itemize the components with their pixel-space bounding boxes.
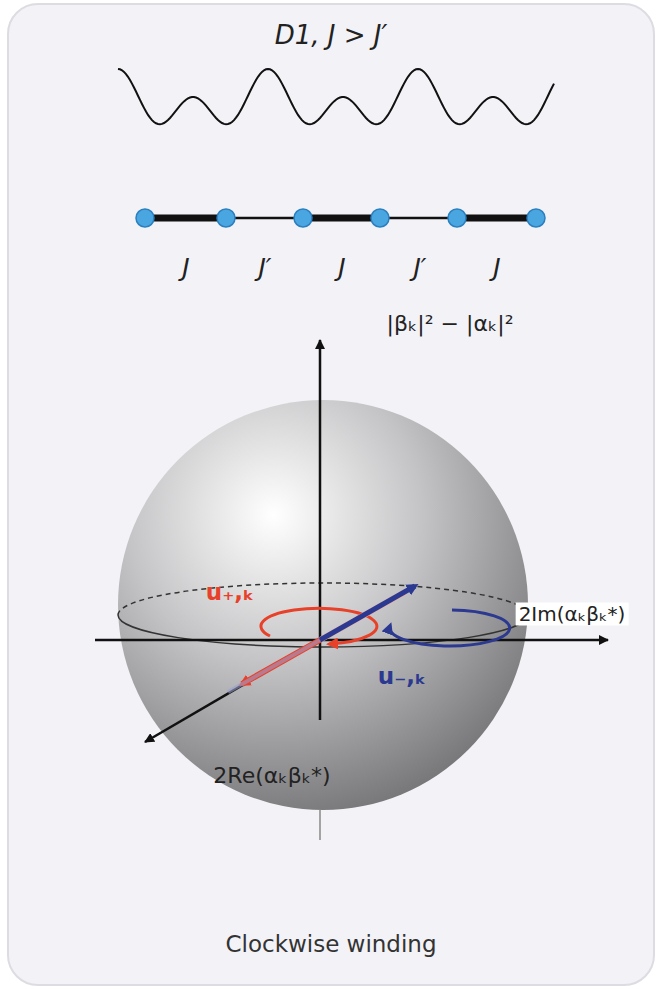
coupling-label: J xyxy=(182,254,189,283)
blue-winding-loop xyxy=(390,610,510,646)
vertical-axis xyxy=(319,340,322,720)
panel-caption: Clockwise winding xyxy=(225,931,436,957)
axis-label: 2Re(αₖβₖ*) xyxy=(213,763,330,788)
vector-label: u₋,ₖ xyxy=(378,663,426,689)
coupling-label: J′ xyxy=(258,254,271,283)
lattice-potential xyxy=(118,69,554,124)
coupling-label: J′ xyxy=(413,254,426,283)
coupling-label: J xyxy=(493,254,500,283)
vector-label: u₊,ₖ xyxy=(206,579,254,605)
axis-label: 2Im(αₖβₖ*) xyxy=(516,603,629,626)
axis-label: |βₖ|² − |αₖ|² xyxy=(387,311,514,336)
coupling-label: J xyxy=(338,254,345,283)
bloch-sphere xyxy=(118,400,528,810)
dimerized-chain xyxy=(136,209,545,227)
panel-title: D1, J > J′ xyxy=(275,21,388,51)
panel-background xyxy=(8,4,654,985)
re-axis xyxy=(145,640,320,742)
u-minus-vector xyxy=(320,586,415,640)
equator-front xyxy=(118,615,528,647)
